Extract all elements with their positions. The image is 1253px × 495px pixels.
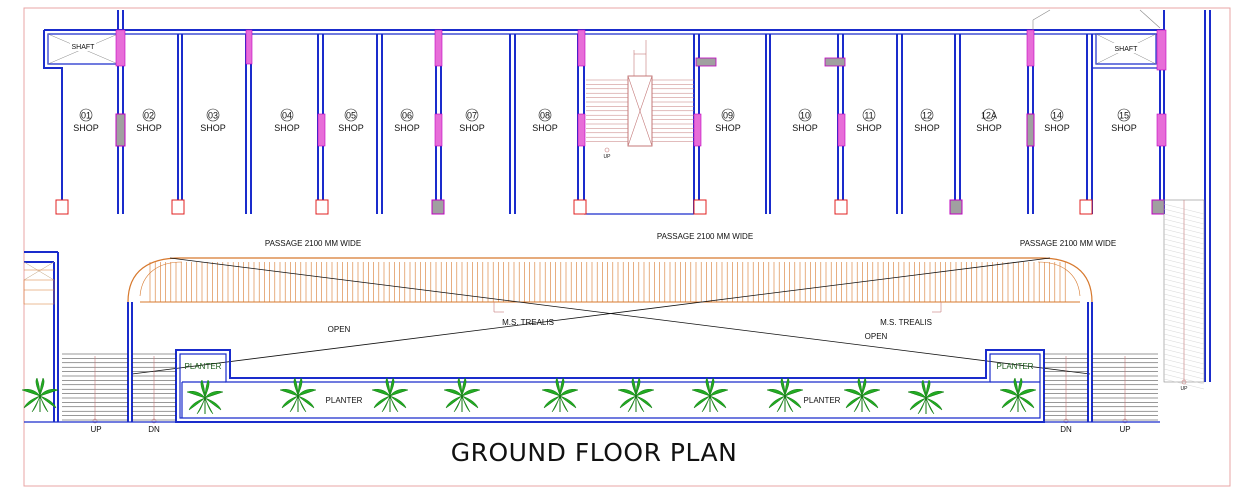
shop-number-badge [400,108,414,122]
shop-number-badge [142,108,156,122]
stair-dn-label-left: DN [148,425,160,434]
trellis-label-left: M.S. TREALIS [502,318,554,327]
trellis-label-right: M.S. TREALIS [880,318,932,327]
palm-tree-icon [443,377,481,413]
passage-label-right: PASSAGE 2100 MM WIDE [1020,239,1116,248]
stair-up-label-left: UP [90,425,101,434]
passage-label-left: PASSAGE 2100 MM WIDE [265,239,361,248]
shop-number: 01 [81,111,91,121]
shop-number: 04 [282,111,292,121]
shop-label: SHOP [459,123,485,133]
planter-label-small-right: PLANTER [997,362,1034,371]
palm-tree-icon [617,377,655,413]
shop-label: SHOP [136,123,162,133]
shop-label: SHOP [715,123,741,133]
structural-columns [55,29,1167,215]
palm-tree-icon [691,377,729,413]
shop-label: SHOP [532,123,558,133]
shop-number-badge [862,108,876,122]
shaft-left: SHAFT [47,33,119,65]
palm-tree-icon [541,377,579,413]
shop-number-badge [798,108,812,122]
planter-trees [21,377,1037,415]
shop-label: SHOP [792,123,818,133]
shop-number: 07 [467,111,477,121]
shop-number: 15 [1119,111,1129,121]
palm-tree-icon [999,377,1037,413]
shaft-label-left: SHAFT [72,44,96,51]
left-lower-walls [23,251,59,422]
palm-tree-icon [186,379,224,415]
shop-number-badge [538,108,552,122]
shop-number-badge [1117,108,1131,122]
stair-dn-label-right: DN [1060,425,1072,434]
open-area-walls [127,302,1093,422]
shop-label: SHOP [338,123,364,133]
palm-tree-icon [21,377,59,413]
stair-up-label-right: UP [1119,425,1130,434]
passage-label-center: PASSAGE 2100 MM WIDE [657,232,753,241]
shop-number-badge [344,108,358,122]
shop-number: 09 [723,111,733,121]
shop-label: SHOP [1111,123,1137,133]
planter-label-small-left: PLANTER [185,362,222,371]
open-label-right: OPEN [865,332,888,341]
shop-number: 12A [981,111,997,121]
shop-label: SHOP [73,123,99,133]
shop-number: 02 [144,111,154,121]
shop-number-badge [982,108,996,122]
shop-number: 06 [402,111,412,121]
shop-number-badge [465,108,479,122]
shop-number-badge [1050,108,1064,122]
shop-number: 12 [922,111,932,121]
central-staircase: UP [586,40,694,160]
stair-up-label-core: UP [604,154,612,160]
shop-number: 03 [208,111,218,121]
shaft-right: SHAFT [1095,33,1157,65]
shop-label: SHOP [976,123,1002,133]
passage-labels: PASSAGE 2100 MM WIDE PASSAGE 2100 MM WID… [265,232,1116,248]
shop-number: 11 [864,111,873,121]
planter-strip: PLANTER PLANTER PLANTER PLANTER [175,349,1045,423]
ms-trellis: M.S. TREALIS M.S. TREALIS [127,257,1093,375]
shop-label: SHOP [914,123,940,133]
shop-number-badge [280,108,294,122]
palm-tree-icon [766,377,804,413]
planter-label-left: PLANTER [326,396,363,405]
palm-tree-icon [907,379,945,415]
shop-label: SHOP [856,123,882,133]
shop-label: SHOP [394,123,420,133]
palm-tree-icon [843,377,881,413]
right-stair-hatch: UP [1163,199,1205,392]
plan-title: GROUND FLOOR PLAN [451,438,738,467]
planter-label-right: PLANTER [804,396,841,405]
bottom-stairs [62,353,1158,424]
shop-number-badge [920,108,934,122]
shop-number: 05 [346,111,356,121]
shop-block-walls [43,9,1211,382]
shop-number: 14 [1052,111,1062,121]
shop-number-badge [206,108,220,122]
shop-label: SHOP [274,123,300,133]
shop-number: 08 [540,111,550,121]
shop-number: 10 [800,111,810,121]
shaft-label-right: SHAFT [1115,46,1139,53]
stair-up-label-right-shaft: UP [1181,386,1189,392]
palm-tree-icon [371,377,409,413]
drawing-border [23,7,1231,487]
shop-number-badge [721,108,735,122]
shop-label: SHOP [200,123,226,133]
shop-label: SHOP [1044,123,1070,133]
open-label-left: OPEN [328,325,351,334]
shop-number-badge [79,108,93,122]
palm-tree-icon [279,377,317,413]
